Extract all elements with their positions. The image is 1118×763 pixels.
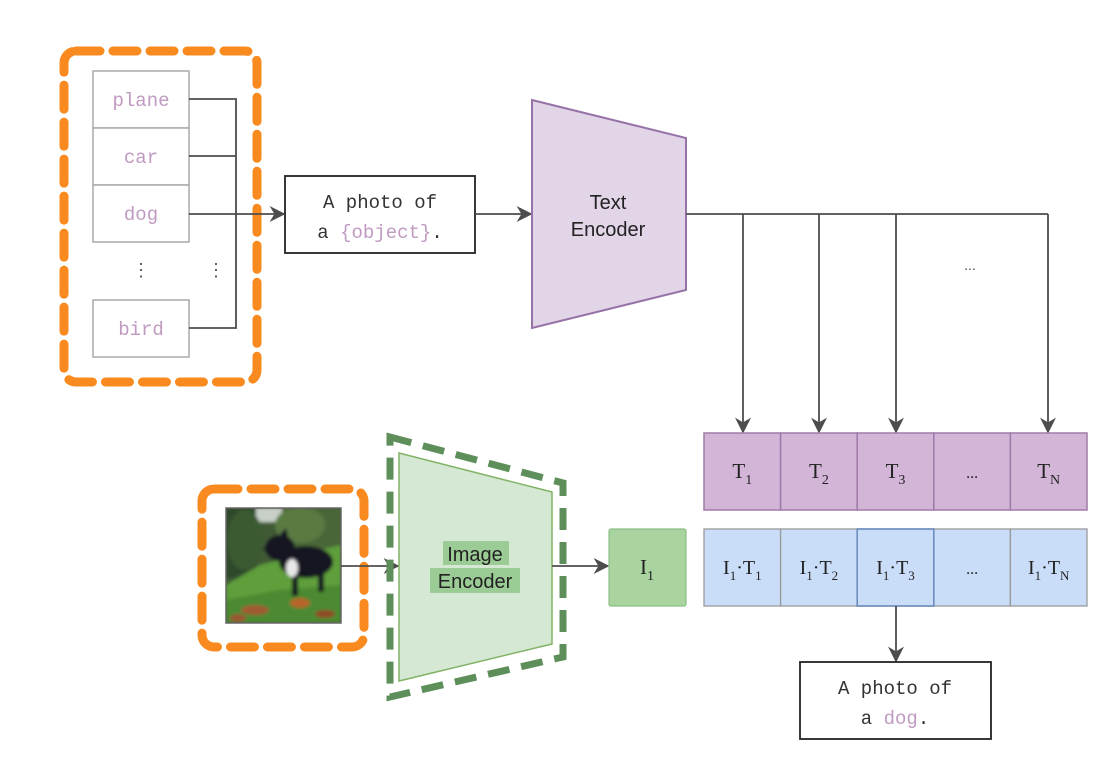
image-encoder-label-highlight-2 [430, 568, 520, 593]
prompt-line2-suffix: . [431, 222, 442, 244]
text-embedding-label: T2 [809, 459, 829, 488]
similarity-image-term: I [723, 557, 730, 579]
class-label-bird: bird [118, 319, 164, 341]
image-encoder-label-line2: Encoder [438, 571, 513, 593]
similarity-label: ... [966, 561, 978, 578]
text-embedding-cell: TN [1009, 432, 1088, 511]
predicted-caption-box: A photo of a dog. [799, 661, 992, 740]
text-embedding-label: T1 [732, 459, 752, 488]
input-image-dog-photo [226, 508, 341, 623]
similarity-dot-operator: · [1041, 557, 1048, 579]
class-label-dog: dog [124, 204, 158, 226]
text-embedding-sub: 2 [822, 473, 829, 488]
image-embedding-base: I [640, 555, 647, 579]
prompt-line1: A photo of [323, 192, 437, 214]
similarity-label: I1·T2 [800, 557, 839, 583]
text-embedding-cell: ... [933, 432, 1012, 511]
image-embedding-sub: 1 [647, 569, 654, 584]
similarity-text-term: T [819, 557, 831, 579]
text-embedding-cell: T3 [856, 432, 935, 511]
text-encoder-label-line1: Text [590, 192, 627, 214]
output-predicted-class: dog [884, 708, 918, 730]
similarity-dot-operator: · [813, 557, 820, 579]
text-embedding-sub: 3 [898, 473, 905, 488]
text-embedding-base: T [809, 459, 822, 483]
similarity-cell-selected: I1·T3 [856, 528, 935, 607]
similarity-label: I1·T3 [876, 557, 915, 583]
image-encoder-label-highlight-1 [443, 541, 509, 565]
output-line1: A photo of [838, 678, 952, 700]
output-line2: a dog. [861, 708, 929, 730]
input-image-group [197, 484, 369, 652]
similarity-text-term: T [896, 557, 908, 579]
similarity-dot-operator: · [889, 557, 896, 579]
similarity-dot-operator: · [736, 557, 743, 579]
image-embedding-i1: I1 [608, 528, 687, 607]
prompt-line2: a {object}. [317, 222, 442, 244]
output-line2-prefix: a [861, 708, 884, 730]
class-label-car: car [124, 147, 158, 169]
text-embedding-cell: T1 [703, 432, 782, 511]
bus-vertical-ellipsis: ⋮ [207, 260, 225, 280]
similarity-image-term: I [1028, 557, 1035, 579]
text-embedding-base: T [1037, 459, 1050, 483]
similarity-image-sub: 1 [730, 568, 737, 583]
text-embedding-sub: 1 [745, 473, 752, 488]
similarity-image-term: I [800, 557, 807, 579]
class-box-plane: plane [92, 70, 190, 129]
class-box-bird: bird [92, 299, 190, 358]
class-label-group: plane car dog ⋮ ⋮ bird [59, 46, 262, 387]
text-embedding-base: T [732, 459, 745, 483]
image-encoder: Image Encoder [386, 432, 567, 702]
similarity-image-sub: 1 [883, 568, 890, 583]
class-label-plane: plane [112, 90, 169, 112]
text-embedding-label: TN [1037, 459, 1060, 488]
similarity-image-sub: 1 [1035, 568, 1042, 583]
class-box-car: car [92, 127, 190, 186]
similarity-text-sub: 2 [832, 568, 839, 583]
text-encoder: Text Encoder [531, 98, 687, 330]
prompt-object-placeholder: {object} [340, 222, 431, 244]
similarity-image-sub: 1 [806, 568, 813, 583]
branch-ellipsis: ... [964, 257, 976, 273]
prompt-template-box: A photo of a {object}. [284, 175, 476, 254]
text-embedding-base: ... [966, 465, 978, 482]
similarity-label: I1·TN [1028, 557, 1070, 583]
image-embedding-label: I1 [640, 555, 654, 584]
similarity-cell: ... [933, 528, 1012, 607]
similarity-image-term: I [876, 557, 883, 579]
text-embedding-cell: T2 [779, 432, 858, 511]
output-line2-suffix: . [918, 708, 929, 730]
text-encoder-label-line2: Encoder [571, 219, 646, 241]
class-box-dog: dog [92, 184, 190, 243]
similarity-cell: I1·T2 [779, 528, 858, 607]
class-list-vertical-ellipsis: ⋮ [132, 260, 150, 280]
text-embedding-sub: N [1050, 473, 1060, 488]
similarity-cell: I1·TN [1009, 528, 1088, 607]
image-encoder-dashed-outline [386, 432, 567, 702]
text-embedding-label: ... [966, 465, 978, 482]
similarity-text-sub: N [1060, 568, 1070, 583]
image-encoder-label-line1: Image [447, 544, 503, 566]
similarity-label: I1·T1 [723, 557, 762, 583]
text-embedding-label: T3 [886, 459, 906, 488]
similarity-cell: I1·T1 [703, 528, 782, 607]
text-embedding-branch-arrows [686, 213, 1056, 434]
similarity-text-term: T [743, 557, 755, 579]
input-image-dashed-outline [197, 484, 369, 652]
class-list-dashed-outline [59, 46, 262, 387]
prompt-line2-prefix: a [317, 222, 340, 244]
similarity-text-sub: 1 [755, 568, 762, 583]
similarity-ellipsis: ... [966, 561, 978, 578]
text-embedding-base: T [886, 459, 899, 483]
similarity-text-term: T [1048, 557, 1060, 579]
similarity-text-sub: 3 [908, 568, 915, 583]
